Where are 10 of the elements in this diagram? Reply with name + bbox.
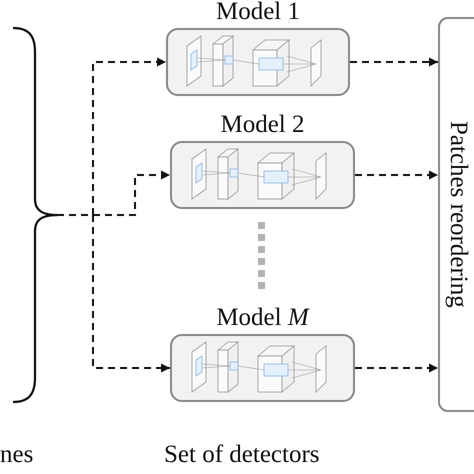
caption-text: nes [0,441,34,469]
dashed-arrow [57,214,170,372]
dashed-arrow [355,170,438,180]
model-title: Model M [215,304,311,332]
model-title: Model 1 [214,0,302,26]
dashed-arrow [350,58,438,66]
model-title: Model 2 [219,111,306,139]
process-box: Patches reordering [438,17,474,412]
dashed-arrow [355,364,438,372]
caption-text: Set of detectors [164,441,320,469]
